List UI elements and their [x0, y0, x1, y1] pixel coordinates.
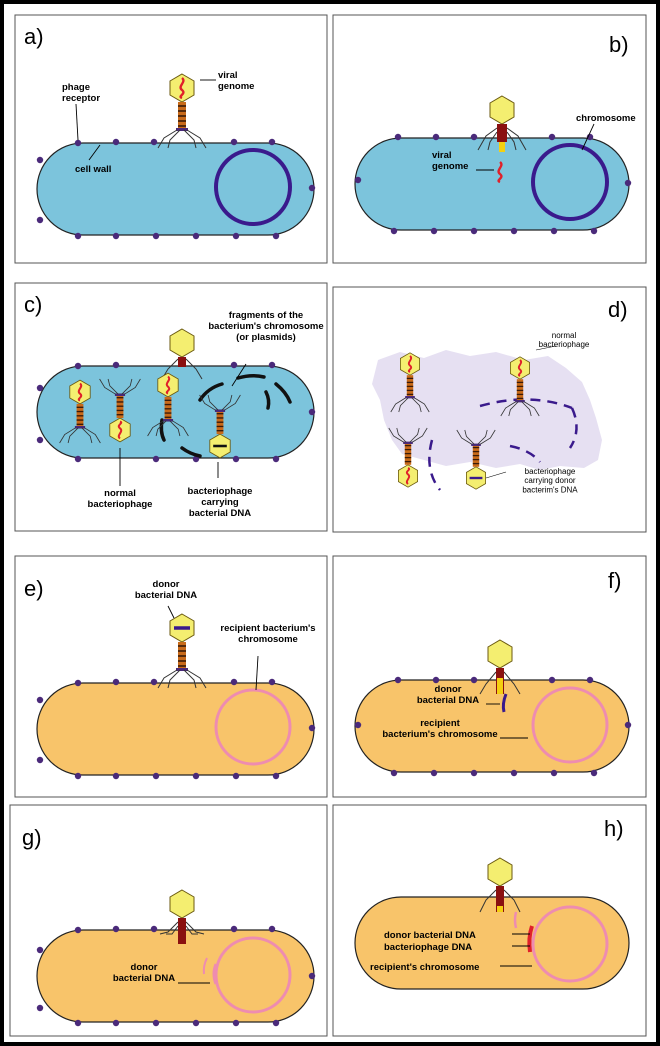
- label-normal-phage-d-line: bacteriophage: [539, 340, 590, 349]
- carrying-phage: [198, 394, 242, 459]
- panel-a-label: a): [24, 24, 44, 49]
- empty-phage: [479, 857, 521, 913]
- label-carrying-donor-line: carrying donor: [524, 476, 575, 485]
- label-carrying-phage-line: bacterial DNA: [189, 508, 251, 519]
- label-normal-phage-d-line: normal: [552, 331, 577, 340]
- label-fragments-line: bacterium's chromosome: [208, 321, 323, 332]
- label-carrying-phage-line: bacteriophage: [188, 486, 253, 497]
- label-recipient-chromosome-e-line: chromosome: [238, 634, 298, 645]
- donor-dna-fragment-h: [513, 911, 518, 929]
- label-donor-dna-g-line: bacterial DNA: [113, 973, 175, 984]
- label-phage-dna-h: bacteriophage DNA: [384, 942, 472, 953]
- label-recipient-chromosome-h: recipient's chromosome: [370, 962, 479, 973]
- donor-phage: [157, 613, 207, 689]
- chromosome: [214, 148, 292, 226]
- label-donor-dna-e-line: bacterial DNA: [135, 590, 197, 601]
- label-donor-dna-g-line: donor: [131, 962, 158, 973]
- carrying-donor-phage: [456, 429, 496, 490]
- phage-receptors: [36, 925, 316, 1027]
- label-donor-dna-f-line: bacterial DNA: [417, 695, 479, 706]
- label-phage-receptor-line: phage: [62, 82, 90, 93]
- panel-d-label: d): [608, 297, 628, 322]
- phage-receptors: [36, 678, 316, 780]
- panel-c-label: c): [24, 292, 42, 317]
- phage-receptors: [354, 676, 632, 777]
- panel-b-label: b): [609, 32, 629, 57]
- injected-donor-dna: [501, 693, 508, 713]
- panel-h: h) donor bacterial DNA bacteriophage DNA…: [332, 804, 647, 1037]
- empty-phage: [479, 639, 521, 695]
- phage-receptors: [36, 361, 316, 463]
- label-carrying-phage-line: carrying: [201, 497, 239, 508]
- label-donor-dna-h: donor bacterial DNA: [384, 930, 476, 941]
- recipient-bacterium: [354, 896, 630, 990]
- label-normal-phage-c-line: normal: [104, 488, 136, 499]
- label-fragments-line: (or plasmids): [236, 332, 296, 343]
- recipient-chromosome: [214, 688, 292, 766]
- panel-c: c): [14, 282, 328, 532]
- empty-phage: [159, 889, 205, 944]
- label-recipient-chromosome-f-line: recipient: [420, 718, 460, 729]
- panel-e-label: e): [24, 576, 44, 601]
- donor-dna-fragment-g: [212, 963, 218, 985]
- recipient-chromosome: [531, 686, 609, 764]
- label-carrying-donor-line: bacteriophage: [525, 467, 576, 476]
- label-chromosome: chromosome: [576, 113, 636, 124]
- label-fragments-line: fragments of the: [229, 310, 303, 321]
- donor-dna-integration-g: [202, 957, 208, 975]
- chromosome: [531, 143, 609, 221]
- label-carrying-donor-line: bacterim's DNA: [522, 485, 578, 494]
- label-recipient-chromosome-f-line: bacterium's chromosome: [382, 729, 497, 740]
- phage-receptors: [354, 133, 632, 235]
- label-viral-genome-b-line: viral: [432, 150, 452, 161]
- recipient-chromosome: [214, 936, 292, 1014]
- label-viral-genome-a-line: genome: [218, 81, 254, 92]
- label-viral-genome-b-line: genome: [432, 161, 468, 172]
- label-viral-genome-a-line: viral: [218, 70, 238, 81]
- label-cell-wall: cell wall: [75, 164, 111, 175]
- panel-h-label: h): [604, 816, 624, 841]
- label-donor-dna-e-line: donor: [153, 579, 180, 590]
- label-recipient-chromosome-e-line: recipient bacterium's: [220, 623, 315, 634]
- cell-debris: [372, 350, 602, 470]
- integrated-dna-h: [527, 925, 534, 953]
- attached-phage: [161, 328, 203, 380]
- phage-receptors: [36, 138, 316, 240]
- recipient-chromosome: [531, 905, 609, 983]
- label-donor-dna-f-line: donor: [435, 684, 462, 695]
- panel-g-label: g): [22, 825, 42, 850]
- label-normal-phage-c-line: bacteriophage: [88, 499, 153, 510]
- panel-f-label: f): [608, 568, 621, 593]
- label-phage-receptor-line: receptor: [62, 93, 100, 104]
- debris-fragments: [428, 398, 578, 491]
